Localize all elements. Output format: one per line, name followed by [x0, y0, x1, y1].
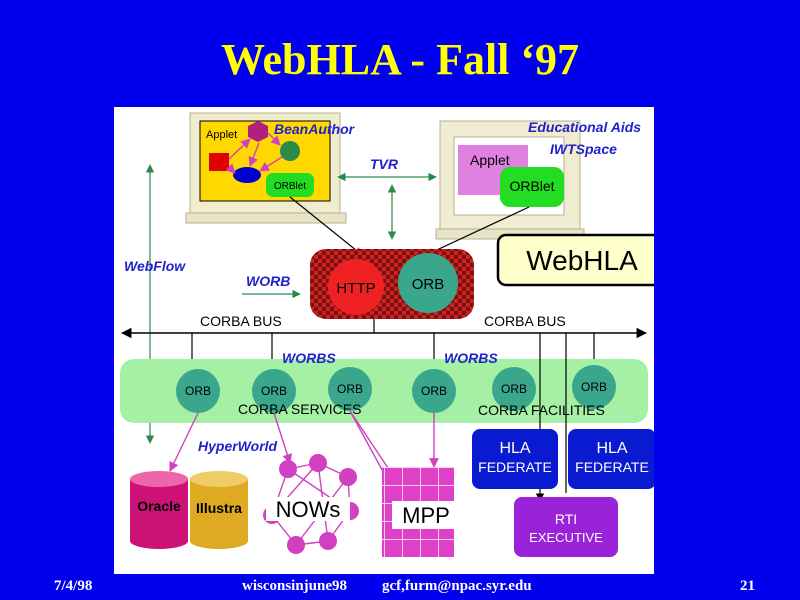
- left-applet-label: Applet: [206, 129, 237, 141]
- server-orb-node: [398, 253, 458, 313]
- orb-node-2: ORB: [252, 369, 296, 413]
- rti-executive-label: EXECUTIVE: [529, 530, 603, 545]
- nows-label: NOWs: [276, 497, 341, 522]
- mpp-grid: MPP: [382, 467, 460, 557]
- applet-green-node: [280, 141, 300, 161]
- corba-bus-left-label: CORBA BUS: [200, 313, 282, 329]
- applet-blue-node: [233, 167, 261, 183]
- oracle-database: Oracle: [130, 471, 188, 549]
- hla-federate-1-box: [472, 429, 558, 489]
- svg-text:ORB: ORB: [421, 384, 447, 398]
- worb-label: WORB: [246, 273, 290, 289]
- rti-label: RTI: [555, 511, 577, 527]
- hla-federate-1-line2: FEDERATE: [478, 459, 552, 475]
- svg-text:ORB: ORB: [261, 384, 287, 398]
- applet-hex-node: [248, 121, 268, 142]
- footer-email: gcf,furm@npac.syr.edu: [382, 578, 532, 594]
- diagram-panel: Applet ORBlet BeanAuthor Applet ORBlet E…: [114, 107, 668, 574]
- footer-date: 7/4/98: [54, 578, 93, 594]
- svg-text:ORB: ORB: [185, 384, 211, 398]
- worbs-right-label: WORBS: [444, 350, 498, 366]
- orb-node-4: ORB: [412, 369, 456, 413]
- educational-aids-label: Educational Aids: [528, 119, 641, 135]
- rti-executive-box: [514, 497, 618, 557]
- server-orb-label: ORB: [412, 276, 445, 293]
- left-client-monitor: Applet ORBlet: [185, 112, 347, 224]
- webhla-architecture-diagram: Applet ORBlet BeanAuthor Applet ORBlet E…: [120, 112, 668, 557]
- hyperworld-label: HyperWorld: [198, 438, 278, 454]
- left-orblet-box: [266, 173, 314, 197]
- oracle-label: Oracle: [137, 498, 181, 514]
- orb-node-6: ORB: [572, 365, 616, 409]
- orb-node-3: ORB: [328, 367, 372, 411]
- webhla-box-label: WebHLA: [526, 245, 638, 276]
- hla-federate-1-line1: HLA: [499, 440, 530, 457]
- footer-page-number: 21: [740, 578, 755, 594]
- bean-author-label: BeanAuthor: [274, 121, 356, 137]
- illustra-label: Illustra: [196, 500, 242, 516]
- webflow-label: WebFlow: [124, 258, 186, 274]
- right-orblet-box: [500, 167, 564, 207]
- svg-text:ORB: ORB: [337, 382, 363, 396]
- orb-node-5: ORB: [492, 367, 536, 411]
- applet-red-block: [209, 153, 229, 171]
- worbs-left-label: WORBS: [282, 350, 336, 366]
- http-label: HTTP: [336, 280, 375, 297]
- right-client-monitor: Applet ORBlet: [435, 120, 585, 240]
- corba-bus-right-label: CORBA BUS: [484, 313, 566, 329]
- footer-file: wisconsinjune98: [242, 578, 348, 594]
- mpp-label: MPP: [402, 503, 450, 528]
- left-orblet-label: ORBlet: [274, 181, 306, 192]
- svg-text:ORB: ORB: [501, 382, 527, 396]
- orb-node-1: ORB: [176, 369, 220, 413]
- tvr-label: TVR: [370, 156, 399, 172]
- corba-facilities-label: CORBA FACILITIES: [478, 402, 605, 418]
- svg-text:ORB: ORB: [581, 380, 607, 394]
- right-applet-label: Applet: [470, 152, 510, 168]
- hla-federate-2-line1: HLA: [596, 440, 627, 457]
- http-node: [328, 259, 384, 315]
- right-orblet-label: ORBlet: [509, 178, 554, 194]
- nows-network: NOWs: [263, 454, 359, 554]
- iwtspace-label: IWTSpace: [550, 141, 617, 157]
- hla-federate-2-line2: FEDERATE: [575, 459, 649, 475]
- slide-title: WebHLA - Fall ‘97: [220, 35, 580, 84]
- hla-federate-2-box: [568, 429, 656, 489]
- corba-services-label: CORBA SERVICES: [238, 401, 361, 417]
- illustra-database: Illustra: [190, 471, 248, 549]
